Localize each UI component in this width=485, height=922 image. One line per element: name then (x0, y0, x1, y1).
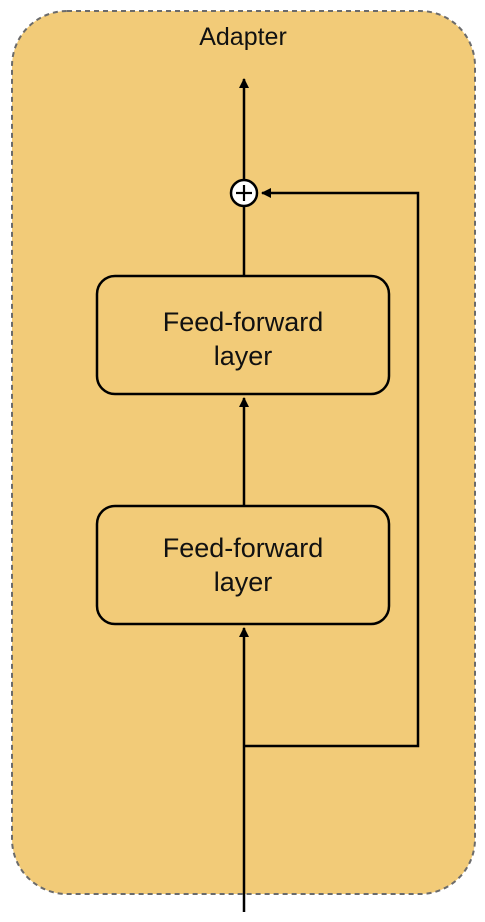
sum-node (229, 178, 259, 208)
upper-block-label-line1: Feed-forward (163, 307, 324, 337)
skip-connection-line (244, 188, 420, 748)
upper-block-label-line2: layer (214, 341, 273, 371)
feed-forward-block-lower: Feed-forward layer (95, 504, 391, 626)
lower-block-label-line2: layer (214, 567, 273, 597)
adapter-title: Adapter (199, 23, 287, 51)
feed-forward-block-upper: Feed-forward layer (95, 274, 391, 396)
lower-block-label-line1: Feed-forward (163, 533, 324, 563)
